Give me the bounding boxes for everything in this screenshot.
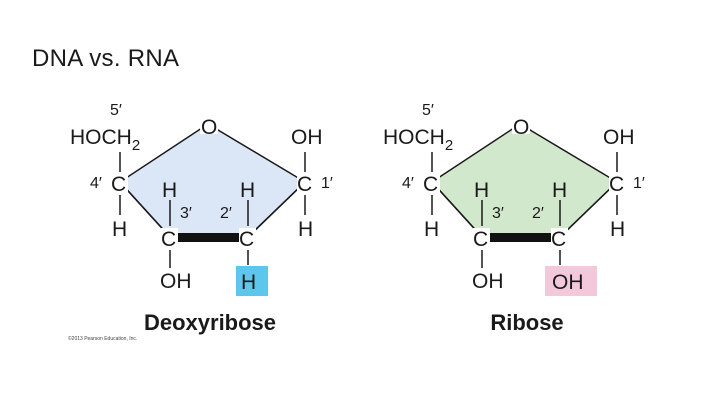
deoxyribose-c1-h: H [298,218,313,241]
ribose-structure: 5′ HOCH2 O OH C 1′ H 4′ C H H 3′ H 2′ C … [383,102,645,335]
slide-title: DNA vs. RNA [32,45,180,72]
ribose-c3: C [473,228,488,251]
deoxyribose-c3-oh: OH [160,270,192,293]
deoxyribose-bond-c1-c2 [247,181,306,238]
deoxyribose-c2-h: H [240,179,255,202]
ribose-c2-h: H [552,179,567,202]
ribose-c1-prime: 1′ [633,175,645,192]
ribose-ring-o: O [513,116,529,139]
ribose-bond-c4-c3 [431,181,483,238]
deoxyribose-structure: 5′ HOCH2 O OH C 1′ H 4′ C H H 3′ H 2′ C … [70,102,333,335]
ribose-c3-h: H [474,179,489,202]
deoxyribose-c4-prime: 4′ [90,175,102,192]
deoxyribose-c3-prime: 3′ [180,205,192,222]
ribose-oh-highlight [545,266,597,296]
ribose-c2-oh-highlighted: OH [552,271,584,294]
ribose-c4-h: H [424,218,439,241]
deoxyribose-name: Deoxyribose [144,310,276,335]
ribose-c4-prime: 4′ [402,175,414,192]
ribose-c2-prime: 2′ [532,205,544,222]
ribose-c3-oh: OH [472,270,504,293]
ribose-ring-front-edge [482,233,560,242]
deoxyribose-c4: C [111,173,126,196]
deoxyribose-ring-o: O [201,116,217,139]
deoxyribose-c3-h: H [162,179,177,202]
deoxyribose-c2-prime: 2′ [220,205,232,222]
deoxyribose-c1-oh: OH [291,126,323,149]
deoxyribose-c2-h-highlighted: H [241,271,256,294]
ribose-ring [430,123,619,238]
ribose-c2: C [551,228,566,251]
deoxyribose-hoch2: HOCH2 [70,126,140,154]
ribose-c1-oh: OH [603,126,635,149]
deoxyribose-ring-front-edge [170,233,248,242]
ribose-c3-prime: 3′ [492,205,504,222]
copyright-notice: ©2013 Pearson Education, Inc. [68,336,138,342]
ribose-hoch2: HOCH2 [383,126,453,154]
deoxyribose-c5-label: 5′ [110,102,122,119]
deoxyribose-ring [118,123,307,238]
deoxyribose-c1-prime: 1′ [321,175,333,192]
ribose-name: Ribose [490,310,563,335]
ribose-c1-h: H [610,218,625,241]
deoxyribose-c2: C [239,228,254,251]
ribose-c1: C [609,173,624,196]
deoxyribose-c3: C [161,228,176,251]
ribose-bond-c1-c2 [559,181,618,238]
deoxyribose-h-highlight [236,266,268,296]
ribose-c5-label: 5′ [422,102,434,119]
deoxyribose-c4-h: H [112,218,127,241]
deoxyribose-bond-c4-c3 [119,181,171,238]
ribose-c4: C [423,173,438,196]
deoxyribose-c1: C [297,173,312,196]
